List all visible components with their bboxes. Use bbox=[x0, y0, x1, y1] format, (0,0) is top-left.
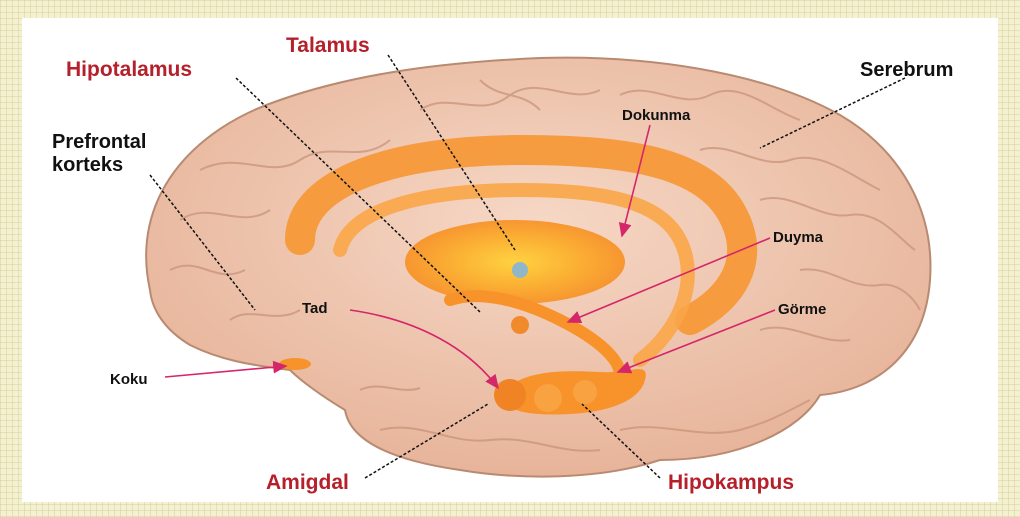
amygdala-shape bbox=[494, 379, 526, 411]
label-dokunma: Dokunma bbox=[622, 107, 691, 124]
label-amigdal: Amigdal bbox=[266, 471, 349, 494]
label-prefrontal-line1: Prefrontal bbox=[52, 131, 146, 153]
label-serebrum: Serebrum bbox=[860, 59, 953, 81]
hypothalamus-shape bbox=[511, 316, 529, 334]
label-hipokampus: Hipokampus bbox=[668, 471, 794, 494]
label-duyma: Duyma bbox=[773, 229, 824, 246]
label-talamus: Talamus bbox=[286, 34, 370, 57]
thalamus-shape bbox=[405, 220, 625, 304]
label-koku: Koku bbox=[110, 371, 148, 388]
label-hipotalamus: Hipotalamus bbox=[66, 58, 192, 81]
label-gorme: Görme bbox=[778, 301, 826, 318]
label-prefrontal-line2: korteks bbox=[52, 154, 123, 176]
label-tad: Tad bbox=[302, 300, 328, 317]
olfactory-bulb bbox=[279, 358, 311, 370]
